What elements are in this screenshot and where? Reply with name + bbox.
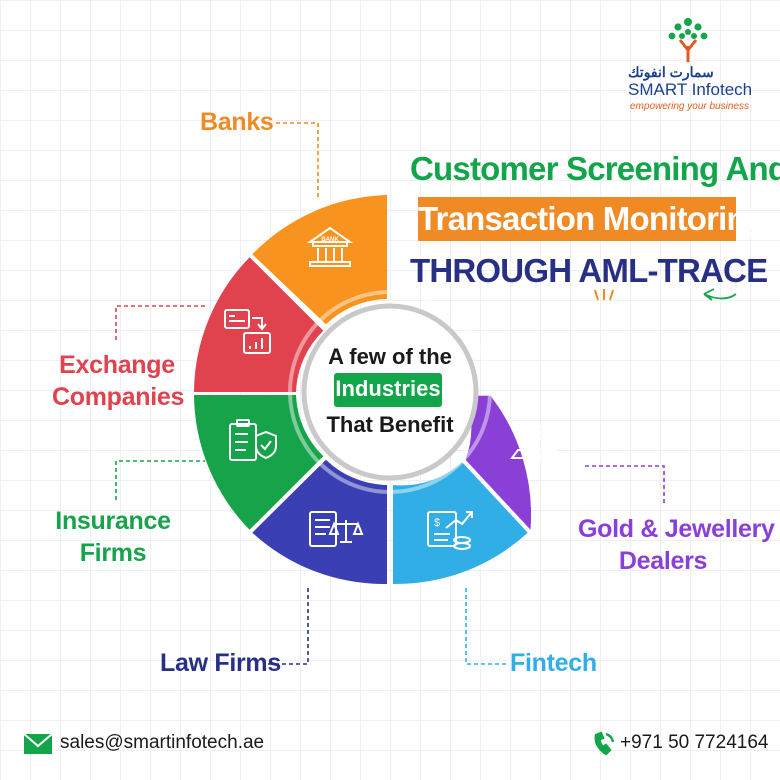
- center-line-1: A few of the: [328, 344, 452, 369]
- segment-gold: [465, 395, 532, 530]
- label-banks: Banks: [200, 108, 274, 136]
- connector-law: [268, 586, 309, 665]
- svg-text:BANK: BANK: [321, 237, 339, 243]
- phone-icon: [594, 731, 615, 756]
- label-gold-line-1: Gold & Jewellery: [578, 515, 775, 543]
- connector-exchange: [115, 305, 205, 340]
- label-exchange-line-1: Exchange: [59, 351, 175, 379]
- email-envelope-icon: [23, 733, 53, 754]
- label-insurance-line-1: Insurance: [55, 507, 171, 535]
- headline-line-1: Customer Screening And: [410, 150, 780, 187]
- law-scales-icon: [309, 511, 364, 547]
- connector-insurance: [115, 460, 205, 500]
- headline-line-2: Transaction Monitoring: [418, 197, 766, 241]
- center-line-3: That Benefit: [326, 412, 454, 437]
- money-transfer-icon: [224, 309, 271, 354]
- connector-banks: [276, 122, 319, 200]
- headline-line-3: THROUGH AML-TRACE: [410, 252, 768, 289]
- footer-email[interactable]: sales@smartinfotech.ae: [60, 732, 265, 753]
- center-highlight: [334, 373, 442, 407]
- inner-ring: [288, 290, 492, 494]
- connector-fintech: [465, 586, 506, 665]
- gold-diamond-icon: [510, 425, 564, 459]
- bank-building-icon: BANK: [306, 226, 354, 267]
- label-fintech: Fintech: [510, 649, 597, 677]
- segment-insurance: [194, 395, 324, 530]
- brand-name: SMART Infotech: [628, 80, 753, 99]
- brand-arabic-name: سمارت انفوتك: [628, 64, 714, 80]
- segment-law: [252, 459, 387, 585]
- insurance-clipboard-icon: [229, 419, 277, 461]
- label-exchange-line-2: Companies: [52, 383, 185, 411]
- label-insurance-line-2: Firms: [79, 539, 147, 567]
- brand-tagline: empowering your business: [630, 101, 749, 112]
- connector-gold: [585, 465, 665, 505]
- segment-banks: [252, 195, 387, 325]
- label-gold-line-2: Dealers: [618, 547, 708, 575]
- svg-text:$: $: [434, 517, 440, 529]
- fintech-chart-icon: $: [427, 511, 473, 550]
- footer-phone[interactable]: +971 50 7724164: [620, 732, 769, 753]
- label-law: Law Firms: [160, 649, 281, 677]
- curved-arrow-icon: [703, 288, 737, 301]
- center-line-2: Industries: [335, 376, 441, 401]
- logo-tree-icon: [668, 18, 708, 62]
- spark-marks: [594, 289, 614, 301]
